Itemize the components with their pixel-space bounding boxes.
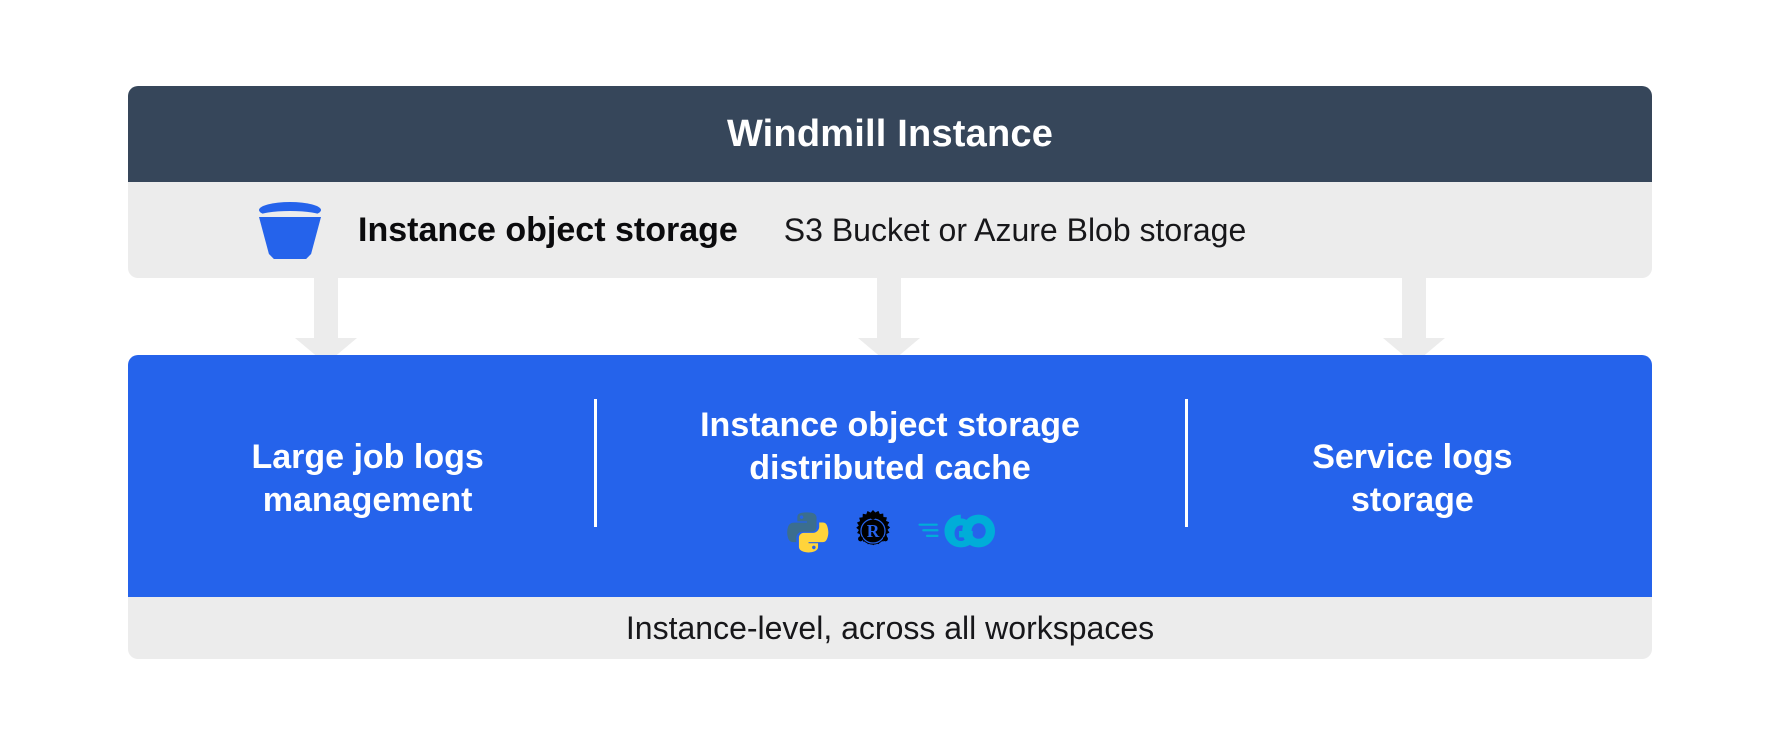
panel-divider	[1185, 399, 1188, 527]
panel-column-title: Instance object storage distributed cach…	[700, 405, 1080, 487]
bucket-rim-gap	[259, 211, 321, 221]
instance-header: Windmill Instance	[128, 86, 1652, 182]
panel-divider	[594, 399, 597, 527]
panel-column-distributed-cache: Instance object storage distributed cach…	[607, 355, 1173, 597]
go-logo	[918, 514, 995, 548]
panel-column-title: Large job logs management	[251, 437, 484, 519]
capabilities-panel: Large job logs management Instance objec…	[128, 355, 1652, 597]
svg-text:R: R	[867, 521, 880, 541]
bucket-icon	[258, 201, 322, 259]
language-logos: R	[785, 508, 995, 554]
page-title: Windmill Instance	[726, 112, 1054, 155]
storage-label: Instance object storage	[358, 210, 738, 249]
arrow-large-job-logs	[295, 278, 357, 364]
instance-card: Windmill Instance Instance object storag…	[128, 86, 1652, 278]
storage-sublabel: S3 Bucket or Azure Blob storage	[783, 211, 1247, 248]
rust-logo: R	[856, 510, 891, 546]
bucket-body-shape	[259, 217, 321, 259]
instance-object-storage-row: Instance object storage S3 Bucket or Azu…	[128, 182, 1652, 278]
footer-bar: Instance-level, across all workspaces	[128, 597, 1652, 659]
python-logo	[787, 512, 829, 553]
arrow-distributed-cache	[858, 278, 920, 364]
arrow-stem	[1402, 278, 1426, 340]
panel-column-title: Service logs storage	[1312, 437, 1513, 519]
arrow-stem	[877, 278, 901, 340]
panel-column-service-logs: Service logs storage	[1173, 355, 1652, 597]
arrow-stem	[314, 278, 338, 340]
arrow-service-logs	[1383, 278, 1445, 364]
footer-text: Instance-level, across all workspaces	[625, 609, 1155, 646]
panel-column-large-job-logs: Large job logs management	[128, 355, 607, 597]
